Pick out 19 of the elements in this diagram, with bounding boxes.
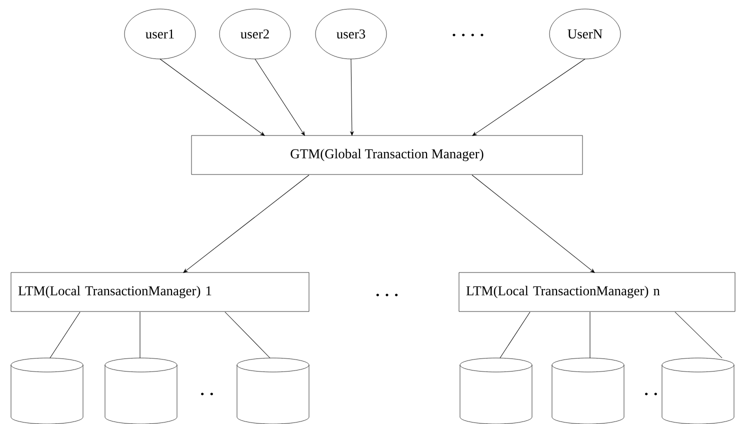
ellipsis: . . xyxy=(201,392,213,396)
database-cylinder xyxy=(662,358,734,424)
database-cylinder xyxy=(104,358,178,424)
ellipsis: . . . . xyxy=(452,34,484,36)
manager-box: LTM(Local TransactionManager) n xyxy=(458,272,736,312)
arrow xyxy=(254,58,305,136)
database-cylinder xyxy=(552,358,624,424)
ellipsis: . . . xyxy=(376,294,398,296)
manager-box: GTM(Global Transaction Manager) xyxy=(191,135,583,175)
manager-box: LTM(Local TransactionManager) 1 xyxy=(10,272,310,312)
database-cylinder xyxy=(236,358,310,424)
arrow xyxy=(160,58,265,136)
arrow xyxy=(472,58,586,136)
arrow xyxy=(183,174,310,273)
arrow xyxy=(350,58,354,136)
arrow xyxy=(472,174,595,273)
database-cylinder xyxy=(460,358,532,424)
database-cylinder xyxy=(10,358,84,424)
ellipsis: . . xyxy=(645,392,657,396)
